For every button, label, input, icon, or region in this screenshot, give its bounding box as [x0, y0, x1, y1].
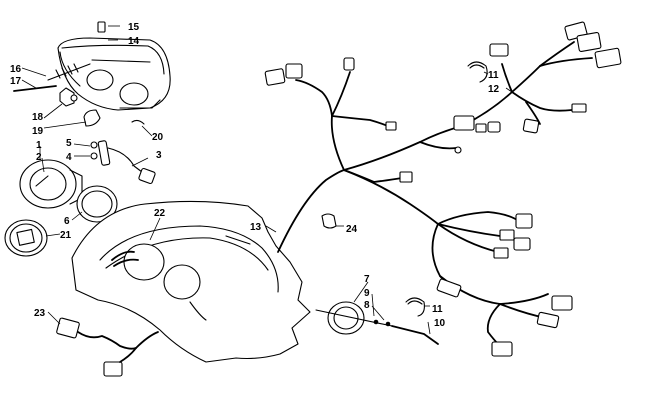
- accessory-harness: [56, 317, 159, 377]
- gauge-lens: [4, 219, 48, 257]
- callout-22: 22: [154, 208, 166, 219]
- callout-14: 14: [128, 36, 140, 47]
- adjusting-spring: [47, 63, 91, 81]
- callout-5: 5: [66, 138, 72, 149]
- bulb-socket: [83, 109, 101, 127]
- speedometer-housing: [327, 301, 365, 335]
- dash-panel: [71, 200, 311, 363]
- cable-clip: [321, 213, 337, 229]
- callout-4: 4: [66, 152, 72, 163]
- speedometer-cable: [391, 325, 439, 345]
- callout-21: 21: [60, 230, 72, 241]
- callout-labels: 15 14 16 17 18 19 20 1 2 5 4 3 6 21 22 1…: [10, 22, 500, 329]
- main-wiring-harness: [277, 41, 593, 347]
- callout-24: 24: [346, 224, 358, 235]
- adjusting-screw: [13, 85, 57, 92]
- callout-23: 23: [34, 308, 46, 319]
- headlight-assembly: [57, 37, 171, 111]
- gauge-housing: [19, 159, 83, 209]
- leader-lines: [21, 25, 513, 335]
- retaining-strap-upper: [467, 61, 488, 83]
- callout-10: 10: [434, 318, 446, 329]
- gauge-bezel-ring: [76, 185, 118, 223]
- callout-7: 7: [364, 274, 370, 285]
- callout-3: 3: [156, 150, 162, 161]
- wire-clip: [131, 119, 145, 125]
- gauge-sub-harness: [97, 140, 156, 185]
- callout-8: 8: [364, 300, 370, 311]
- callout-20: 20: [152, 132, 164, 143]
- callout-11-upper: 11: [488, 70, 499, 81]
- callout-19: 19: [32, 126, 44, 137]
- callout-1: 1: [36, 140, 42, 151]
- callout-9: 9: [364, 288, 370, 299]
- callout-13: 13: [250, 222, 262, 233]
- callout-17: 17: [10, 76, 22, 87]
- headlight-bulb: [59, 87, 78, 107]
- bulb-retainer-clip: [97, 21, 106, 33]
- callout-18: 18: [32, 112, 44, 123]
- callout-15: 15: [128, 22, 140, 33]
- gauge-bulb-a: [90, 141, 98, 149]
- callout-6: 6: [64, 216, 70, 227]
- callout-11-lower: 11: [432, 304, 443, 315]
- retaining-strap-lower: [405, 297, 425, 317]
- harness-connectors: [264, 21, 622, 357]
- speedometer-shaft: [315, 309, 393, 327]
- gauge-bulb-b: [90, 152, 98, 160]
- callout-2: 2: [36, 152, 42, 163]
- callout-12: 12: [488, 84, 500, 95]
- callout-16: 16: [10, 64, 22, 75]
